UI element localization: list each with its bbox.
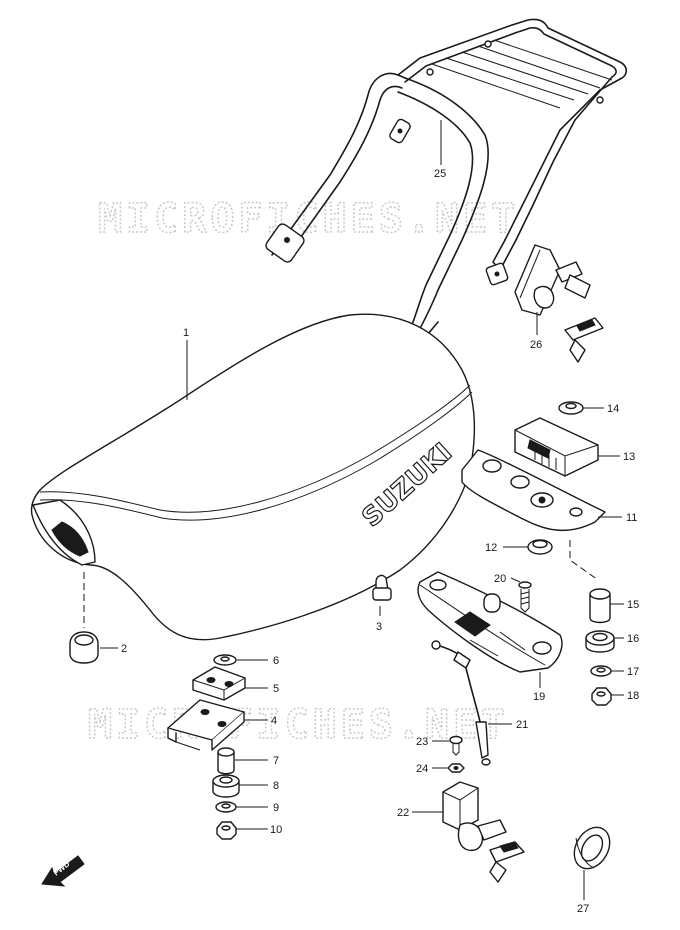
callout-12: 12 — [485, 542, 497, 554]
part-18-nut — [591, 687, 612, 706]
part-6-washer — [213, 654, 237, 666]
part-9-washer — [215, 801, 237, 813]
fwd-arrow-icon: FWD — [41, 855, 85, 887]
callout-11: 11 — [626, 512, 637, 524]
callout-8: 8 — [273, 780, 279, 792]
part-22-lock — [442, 781, 525, 883]
part-2-cushion — [69, 631, 99, 664]
callout-24: 24 — [416, 763, 428, 775]
part-11-bracket — [461, 449, 606, 532]
callout-14: 14 — [607, 403, 619, 415]
callout-4: 4 — [271, 715, 277, 727]
callout-21: 21 — [516, 719, 528, 731]
callout-25: 25 — [434, 168, 446, 180]
part-10-nut — [216, 821, 237, 840]
callout-26: 26 — [530, 339, 542, 351]
callout-2: 2 — [121, 643, 127, 655]
part-27-grommet — [573, 826, 611, 870]
callout-5: 5 — [273, 683, 279, 695]
part-5-plate — [192, 666, 246, 701]
callout-labels: 1 2 3 4 5 6 7 8 9 10 11 12 13 14 15 16 1… — [121, 168, 639, 915]
part-19-lock-base — [417, 571, 563, 673]
callout-9: 9 — [273, 802, 279, 814]
part-26-lock-keys — [514, 244, 604, 363]
part-7-collar — [217, 747, 235, 775]
leader-lines — [100, 120, 624, 900]
callout-19: 19 — [533, 691, 545, 703]
callout-17: 17 — [627, 666, 639, 678]
callout-18: 18 — [627, 690, 639, 702]
seat: SUZUKI — [30, 313, 476, 641]
part-16-grommet — [585, 630, 615, 653]
part-3-bumper — [372, 574, 392, 601]
callout-16: 16 — [627, 633, 639, 645]
callout-22: 22 — [397, 807, 409, 819]
part-4-bracket — [167, 699, 245, 751]
callout-15: 15 — [627, 599, 639, 611]
part-17-washer — [590, 665, 612, 677]
callout-10: 10 — [270, 824, 282, 836]
callout-7: 7 — [273, 755, 279, 767]
part-23-screw — [449, 735, 463, 756]
watermark-top: MICROFICHES.NET — [98, 196, 519, 242]
callout-20: 20 — [494, 573, 506, 585]
callout-1: 1 — [183, 327, 189, 339]
part-15-collar — [589, 588, 611, 624]
rear-carrier — [265, 18, 628, 339]
callout-27: 27 — [577, 903, 589, 915]
part-20-screw — [518, 581, 532, 613]
part-13-pad — [514, 417, 599, 477]
part-14-washer — [558, 401, 584, 415]
callout-3: 3 — [376, 621, 382, 633]
part-12-ring — [527, 539, 553, 555]
callout-6: 6 — [273, 655, 279, 667]
callout-23: 23 — [416, 736, 428, 748]
part-21-cable — [431, 640, 491, 766]
part-8-grommet — [212, 774, 240, 798]
part-24-nut — [447, 763, 465, 773]
callout-13: 13 — [623, 451, 635, 463]
